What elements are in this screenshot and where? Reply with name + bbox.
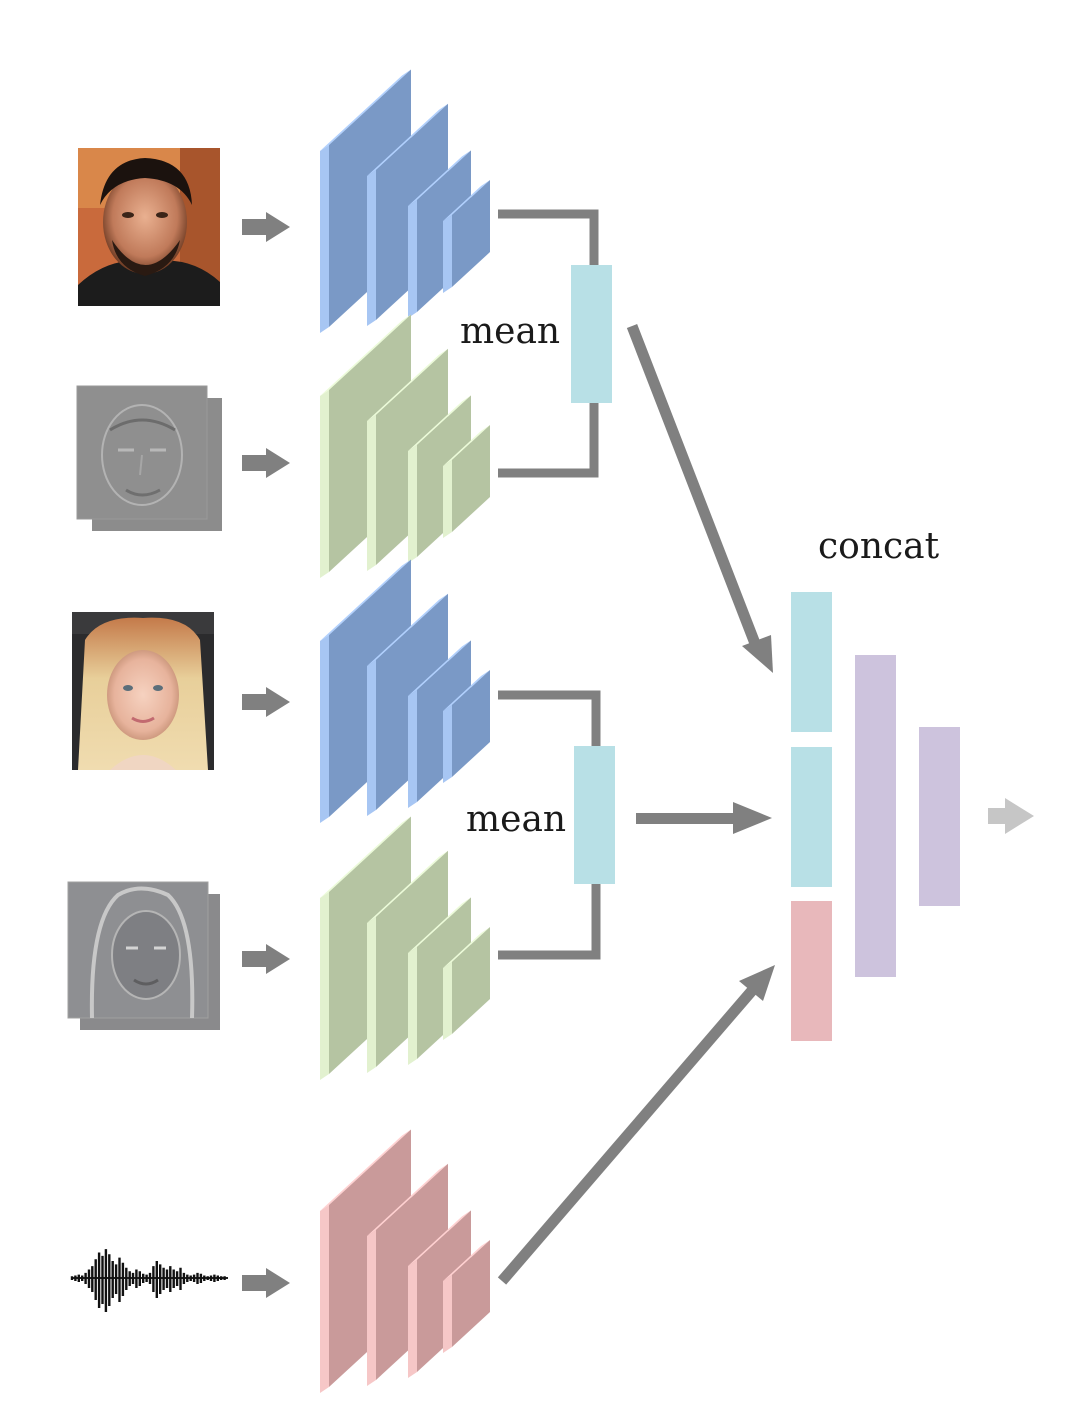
mean-feature-block-top xyxy=(571,265,612,403)
mean-label-bottom: mean xyxy=(466,799,566,840)
arrow-right-icon xyxy=(636,802,772,834)
conv-layer-side xyxy=(320,390,329,578)
conv-layer-edge xyxy=(408,395,471,451)
conv-layer-edge xyxy=(320,816,411,898)
conv-layer xyxy=(452,180,490,287)
conv-layer-side xyxy=(408,1260,417,1378)
conv-layer-side xyxy=(367,1230,376,1386)
arrow-diagonal-icon xyxy=(497,965,775,1285)
conv-layer xyxy=(452,927,490,1034)
conv-layer-edge xyxy=(408,640,471,696)
mean-feature-block-bottom xyxy=(574,746,615,884)
conv-layer-side xyxy=(367,415,376,571)
cnn-stack-face-photo-bottom xyxy=(320,559,490,823)
conv-layer-edge xyxy=(320,559,411,641)
conv-layer-side xyxy=(443,1275,452,1353)
conv-layer-edge xyxy=(408,897,471,953)
conv-layer-side xyxy=(367,917,376,1073)
conv-layer-edge xyxy=(443,670,490,711)
cnn-stack-audio xyxy=(320,1129,490,1393)
cnn-stack-face-photo-top xyxy=(320,69,490,333)
conv-layer-side xyxy=(408,200,417,318)
waveform-icon xyxy=(70,1249,226,1312)
conv-layer-edge xyxy=(320,314,411,396)
arrow-right-icon xyxy=(242,212,290,242)
conv-layer-side xyxy=(408,690,417,808)
conv-layer-edge xyxy=(320,69,411,151)
conv-layer-side xyxy=(443,215,452,293)
conv-layer-edge xyxy=(367,850,448,923)
conv-layer-side xyxy=(408,947,417,1065)
conv-layer-side xyxy=(443,705,452,783)
arrow-diagonal-icon xyxy=(626,324,773,673)
input-face-photo-man xyxy=(78,148,220,306)
fc-layer-1 xyxy=(855,655,896,977)
conv-layer-side xyxy=(320,892,329,1080)
conv-layer-side xyxy=(367,170,376,326)
input-arrows xyxy=(242,212,290,1298)
conv-layer-side xyxy=(443,962,452,1040)
fusion-arrows xyxy=(497,324,775,1285)
conv-layer xyxy=(452,670,490,777)
conv-layer-side xyxy=(320,1205,329,1393)
concat-block-audio xyxy=(791,901,832,1041)
concat-label: concat xyxy=(818,526,940,567)
conv-layer-side xyxy=(367,660,376,816)
conv-layer-edge xyxy=(443,1240,490,1281)
mean-label-top: mean xyxy=(460,311,560,352)
conv-layer-edge xyxy=(443,927,490,968)
conv-layer-side xyxy=(408,445,417,563)
conv-layer-edge xyxy=(320,1129,411,1211)
input-audio-waveform xyxy=(70,1249,228,1312)
input-face-photo-woman xyxy=(72,612,214,770)
arrow-right-icon xyxy=(242,944,290,974)
input-face-residual-man xyxy=(76,385,222,531)
conv-layer-edge xyxy=(443,180,490,221)
output-arrow-icon xyxy=(988,798,1034,834)
arrow-right-icon xyxy=(242,448,290,478)
conv-layer-edge xyxy=(408,1210,471,1266)
conv-layer-side xyxy=(320,635,329,823)
cnn-stack-face-residual-top xyxy=(320,314,490,578)
conv-layer-side xyxy=(320,145,329,333)
mean-connectors xyxy=(498,209,601,960)
conv-layer-edge xyxy=(367,348,448,421)
concat-block-face-photo xyxy=(791,592,832,732)
conv-layer-edge xyxy=(367,1163,448,1236)
arrow-right-icon xyxy=(242,1268,290,1298)
conv-layer-edge xyxy=(408,150,471,206)
input-face-residual-woman xyxy=(67,881,220,1030)
arrow-right-icon xyxy=(242,687,290,717)
conv-layer xyxy=(452,1240,490,1347)
fc-layer-2 xyxy=(919,727,960,906)
conv-layer-edge xyxy=(367,593,448,666)
cnn-stack-face-residual-bottom xyxy=(320,816,490,1080)
conv-layer-edge xyxy=(367,103,448,176)
conv-layer-side xyxy=(443,460,452,538)
conv-layer xyxy=(452,425,490,532)
conv-layer-edge xyxy=(443,425,490,466)
concat-block-face-residual xyxy=(791,747,832,887)
